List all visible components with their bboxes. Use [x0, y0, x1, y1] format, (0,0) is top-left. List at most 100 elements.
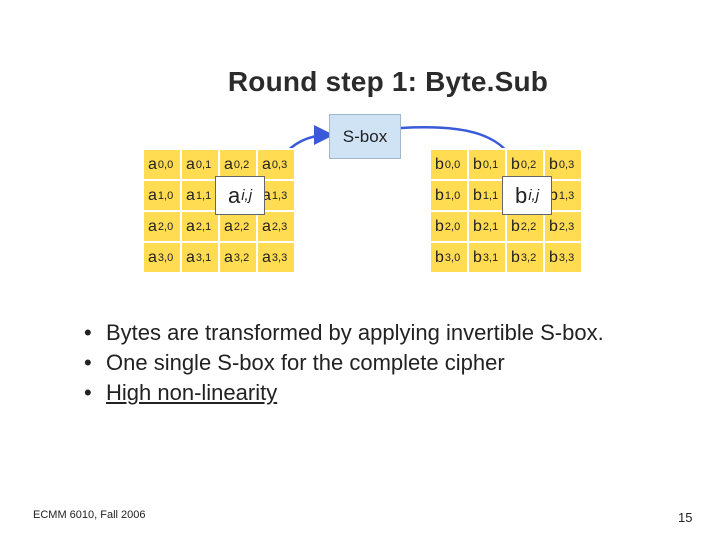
cell-letter: b: [473, 217, 482, 235]
highlight-b-sub: i,j: [528, 187, 540, 204]
highlight-a-letter: a: [227, 182, 241, 208]
footer-text: ECMM 6010, Fall 2006: [33, 509, 146, 521]
cell-index: 1,0: [444, 189, 461, 202]
s-box: S-box: [329, 114, 401, 159]
cell-letter: a: [186, 186, 195, 204]
cell-letter: b: [549, 155, 558, 173]
cell-index: 0,2: [520, 158, 537, 171]
cell-index: 3,0: [157, 251, 174, 264]
cell-letter: b: [435, 155, 444, 173]
cell-index: 1,3: [558, 189, 575, 202]
cell-index: 2,3: [271, 220, 288, 233]
bullet-text: High non-linearity: [106, 380, 278, 405]
cell-index: 0,2: [233, 158, 250, 171]
cell-index: 1,1: [482, 189, 499, 202]
cell-index: 3,1: [195, 251, 212, 264]
cell-index: 3,3: [558, 251, 575, 264]
cell-index: 3,2: [520, 251, 537, 264]
highlight-a-sub: i,j: [241, 187, 253, 204]
cell-letter: a: [262, 217, 271, 235]
cell-letter: a: [148, 155, 157, 173]
cell-letter: b: [435, 217, 444, 235]
bullet-item: Bytes are transformed by applying invert…: [84, 318, 666, 348]
cell-index: 2,1: [195, 220, 212, 233]
cell-index: 2,2: [233, 220, 250, 233]
cell-letter: b: [549, 186, 558, 204]
cell-letter: b: [473, 186, 482, 204]
cell-index: 2,0: [157, 220, 174, 233]
cell-letter: a: [224, 248, 233, 266]
page-number: 15: [678, 510, 693, 525]
cell-index: 2,0: [444, 220, 461, 233]
cell-letter: a: [224, 217, 233, 235]
cell-letter: b: [511, 155, 520, 173]
bullet-item: One single S-box for the complete cipher: [84, 348, 666, 378]
cell-index: 0,3: [271, 158, 288, 171]
cell-letter: b: [473, 155, 482, 173]
cell-index: 3,3: [271, 251, 288, 264]
cell-letter: b: [549, 248, 558, 266]
cell-index: 0,0: [157, 158, 174, 171]
cell-letter: a: [148, 186, 157, 204]
cell-index: 3,1: [482, 251, 499, 264]
cell-letter: a: [186, 217, 195, 235]
cell-index: 0,0: [444, 158, 461, 171]
bullet-text: Bytes are transformed by applying invert…: [106, 320, 604, 345]
bullet-item: High non-linearity: [84, 378, 666, 408]
cell-index: 3,2: [233, 251, 250, 264]
cell-letter: a: [262, 186, 271, 204]
cell-index: 0,1: [195, 158, 212, 171]
cell-letter: a: [148, 248, 157, 266]
cell-index: 2,2: [520, 220, 537, 233]
highlight-b-letter: b: [514, 182, 528, 208]
cell-letter: b: [435, 186, 444, 204]
cell-index: 0,1: [482, 158, 499, 171]
cell-index: 1,1: [195, 189, 212, 202]
bullet-list: Bytes are transformed by applying invert…: [84, 318, 666, 408]
cell-index: 3,0: [444, 251, 461, 264]
cell-letter: a: [224, 155, 233, 173]
cell-index: 2,3: [558, 220, 575, 233]
slide-title: Round step 1: Byte.Sub: [227, 66, 549, 97]
cell-letter: a: [148, 217, 157, 235]
bullet-text: One single S-box for the complete cipher: [106, 350, 505, 375]
cell-letter: a: [262, 248, 271, 266]
cell-letter: b: [435, 248, 444, 266]
cell-letter: a: [262, 155, 271, 173]
cell-letter: b: [511, 248, 520, 266]
cell-index: 1,0: [157, 189, 174, 202]
cell-letter: a: [186, 155, 195, 173]
cell-letter: b: [473, 248, 482, 266]
cell-index: 2,1: [482, 220, 499, 233]
cell-letter: b: [549, 217, 558, 235]
cell-letter: a: [186, 248, 195, 266]
